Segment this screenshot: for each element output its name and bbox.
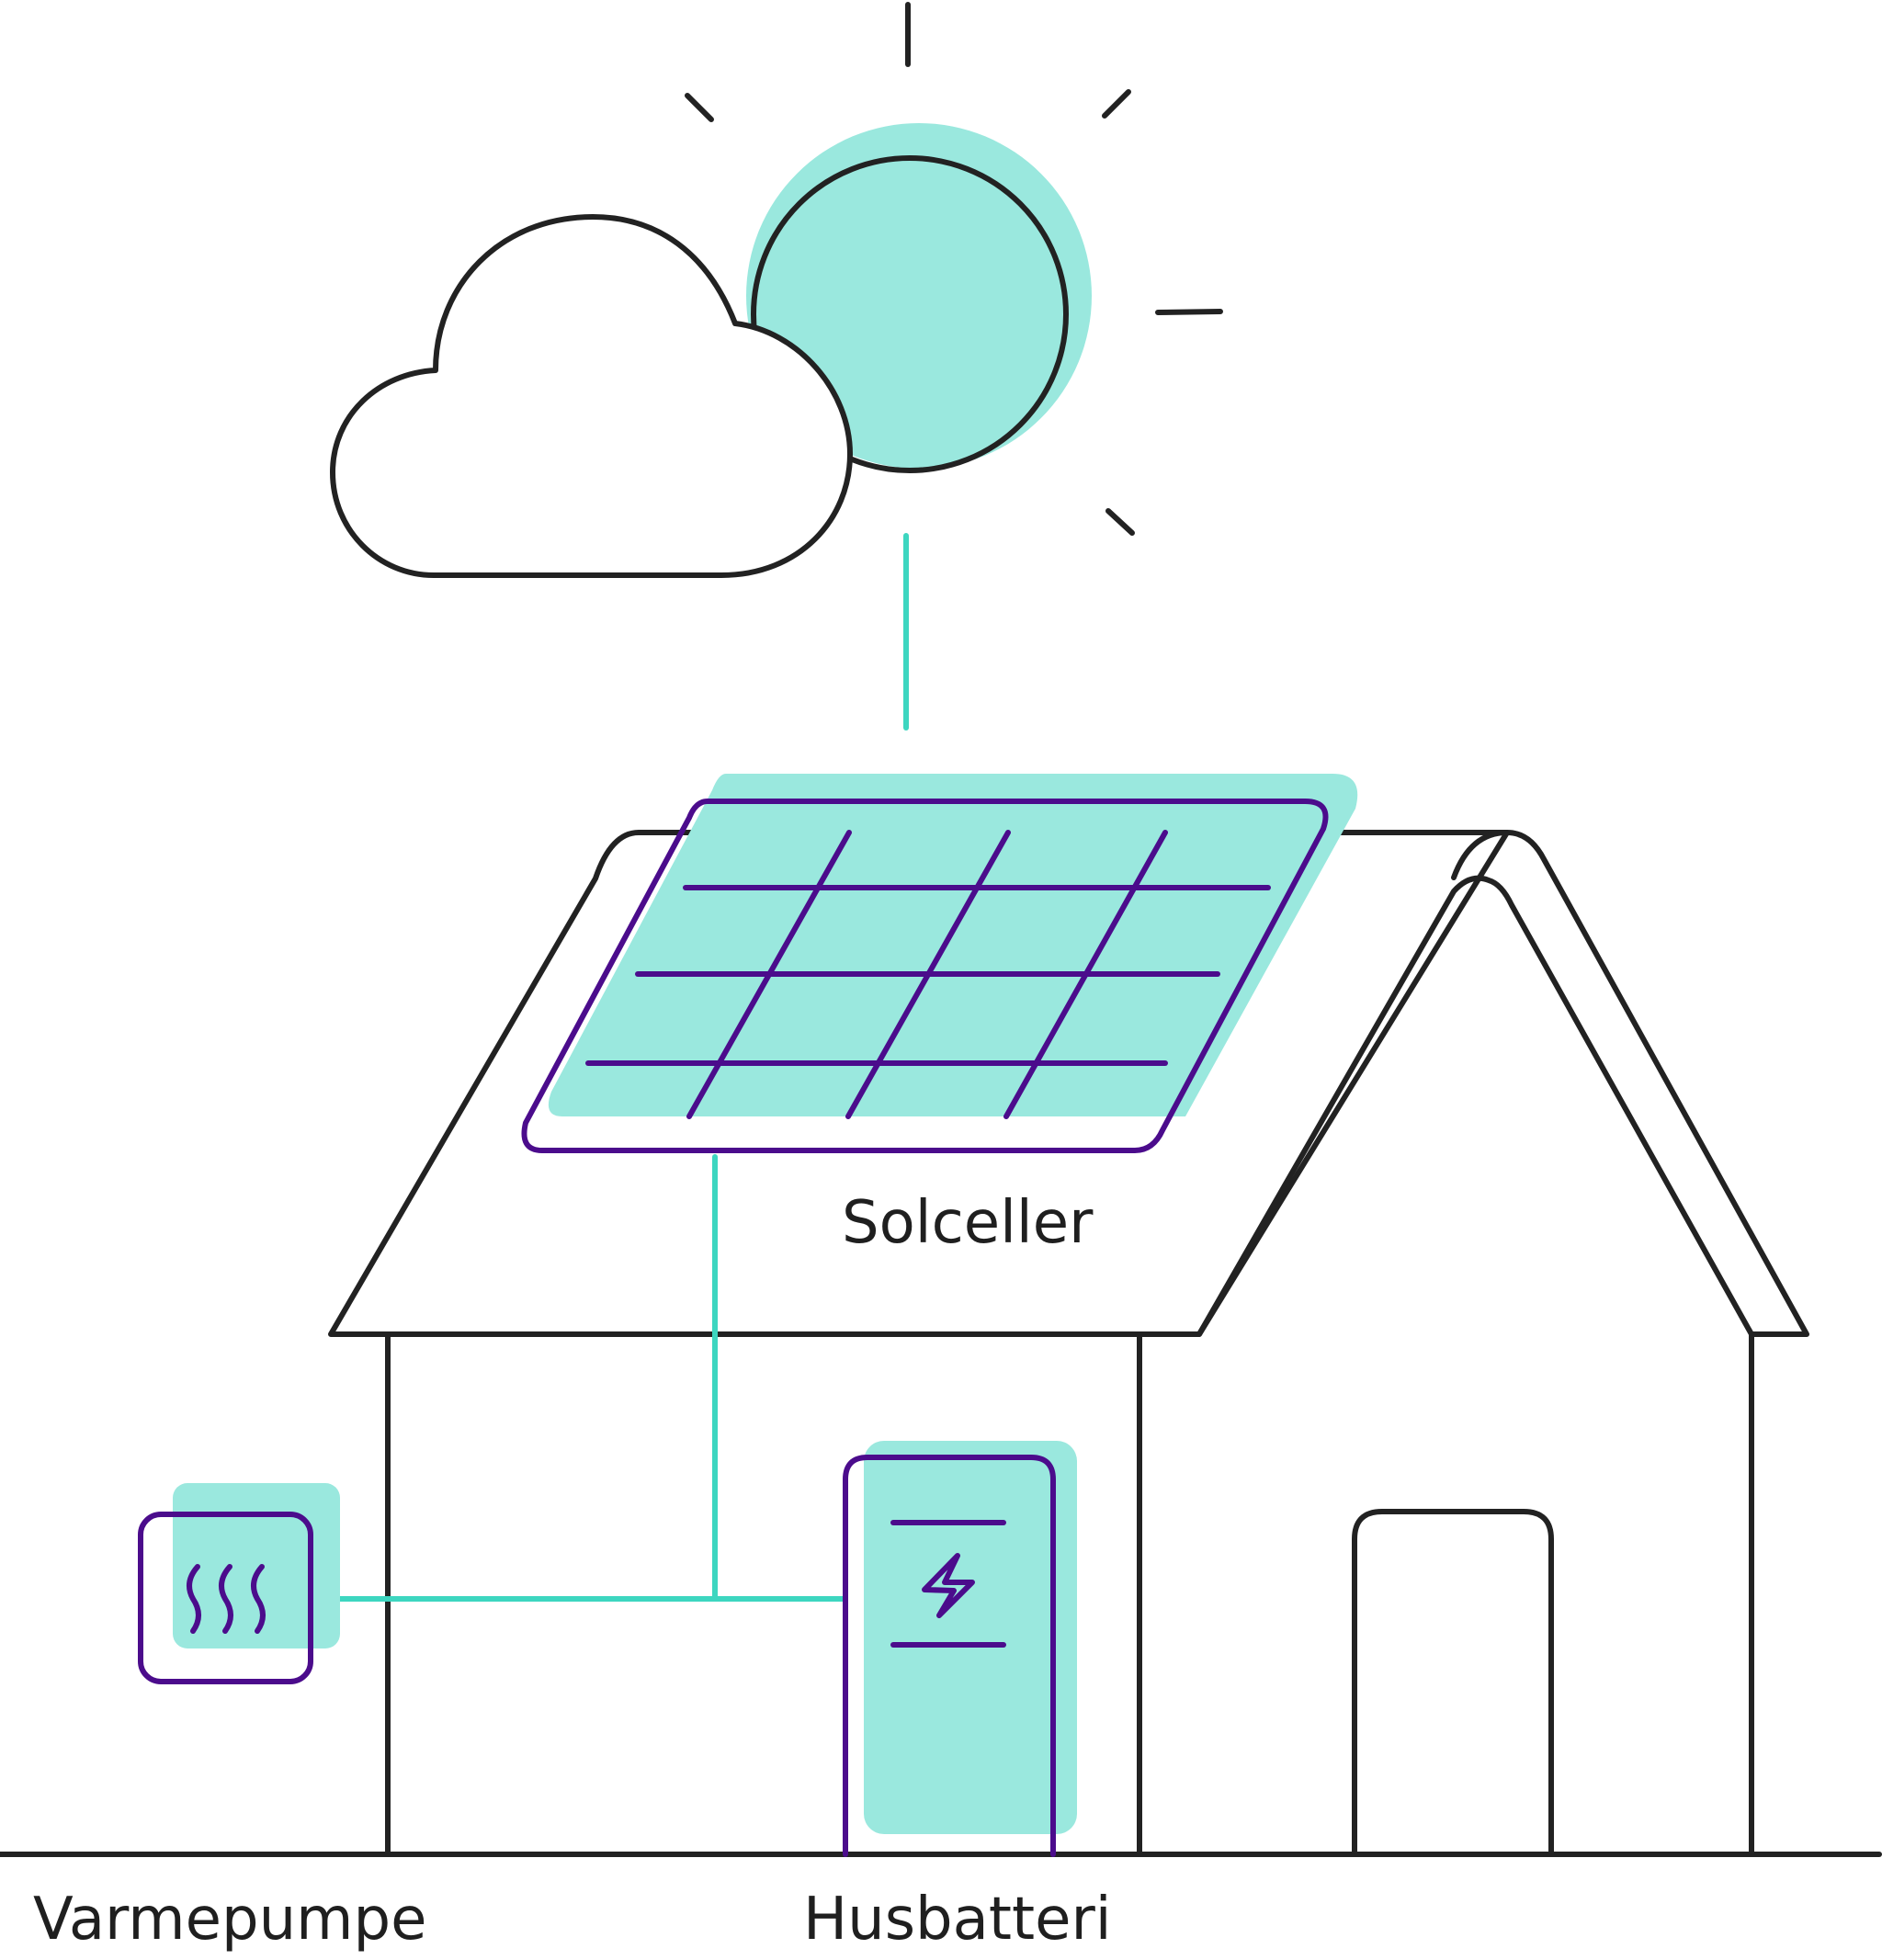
gable-inner xyxy=(1196,875,1754,1337)
cloud-icon xyxy=(330,214,853,578)
label-solar: Solceller xyxy=(842,1189,1094,1257)
house-battery xyxy=(843,1441,1077,1857)
label-heat-pump: Varmepumpe xyxy=(33,1886,426,1954)
sun-rays xyxy=(685,2,1223,536)
heat-waves-icon xyxy=(187,1564,266,1634)
front-wall xyxy=(385,1331,1142,1857)
label-battery: Husbatteri xyxy=(803,1886,1112,1954)
heat-pump xyxy=(138,1483,340,1684)
lightning-bolt-icon xyxy=(922,1553,975,1618)
solar-panel-grid xyxy=(585,830,1271,1119)
sun-icon xyxy=(685,2,1223,536)
power-wires xyxy=(308,1154,846,1602)
door-icon xyxy=(1352,1509,1554,1857)
solar-panel-icon xyxy=(521,774,1358,1153)
gable-eaves xyxy=(1451,830,1809,1337)
